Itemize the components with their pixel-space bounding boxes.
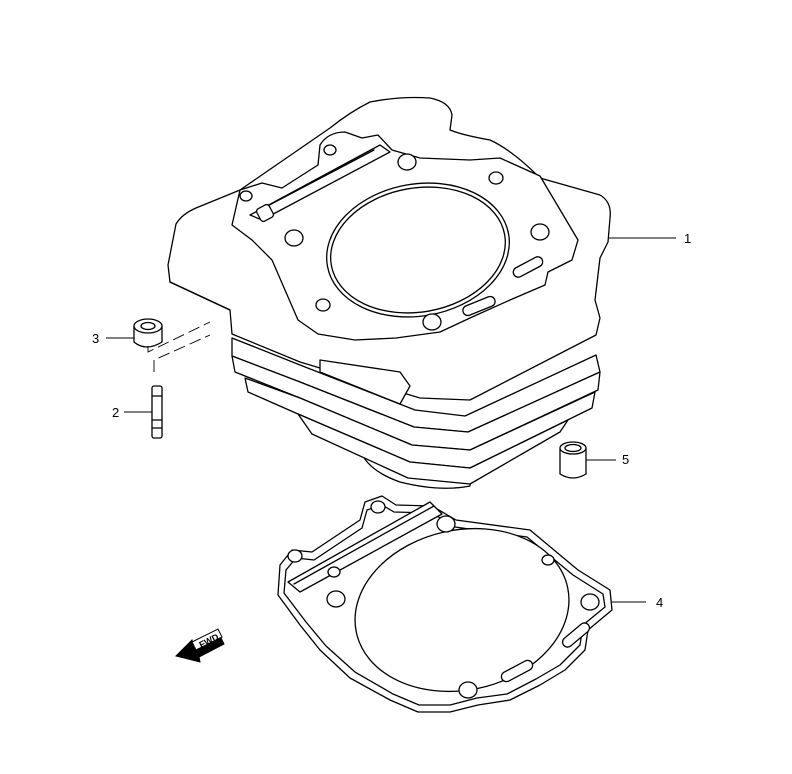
callout-1-label: 1 [684, 231, 692, 246]
base-gasket-part[interactable] [277, 495, 613, 713]
assembly-line-nut [147, 321, 211, 353]
callout-3-label: 3 [92, 331, 100, 346]
cylinder-part[interactable] [167, 96, 611, 489]
callout-4-label: 4 [656, 595, 664, 610]
callout-5-label: 5 [622, 452, 630, 467]
stud-part[interactable] [151, 385, 163, 439]
nut-part[interactable] [133, 318, 163, 348]
fwd-arrow-icon: FWD [175, 628, 225, 663]
callout-2-label: 2 [112, 405, 120, 420]
dowel-pin-part[interactable] [559, 441, 587, 479]
assembly-line-stud [153, 334, 211, 372]
